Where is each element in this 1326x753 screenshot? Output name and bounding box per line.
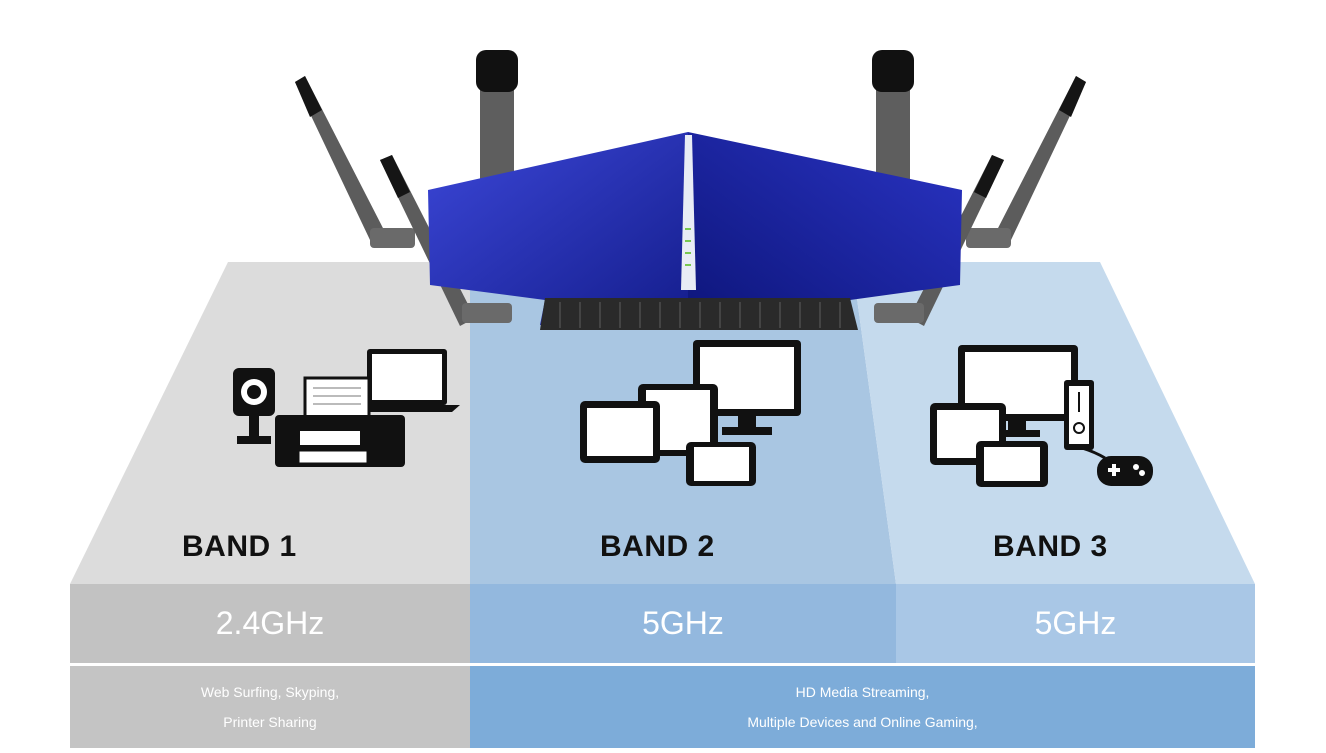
vent-lines <box>559 302 841 328</box>
webcam-icon <box>233 368 275 444</box>
band1-title: BAND 1 <box>182 530 297 563</box>
band2-frequency: 5GHz <box>470 584 896 663</box>
game-console-icon <box>1064 380 1094 450</box>
status-leds <box>685 228 691 266</box>
outer-antenna-left <box>295 76 415 248</box>
rear-antenna-left <box>476 50 518 210</box>
router-body-left <box>428 132 688 325</box>
rear-antenna-right <box>872 50 914 210</box>
tablet-icon-band3 <box>930 403 1006 465</box>
band3-title: BAND 3 <box>993 530 1108 563</box>
led-strip <box>681 135 696 290</box>
phone-icon <box>686 442 756 486</box>
shared-uses: HD Media Streaming, Multiple Devices and… <box>470 666 1255 748</box>
band2-title: BAND 2 <box>600 530 715 563</box>
band1-use-line-1: Web Surfing, Skyping, <box>200 684 340 700</box>
band3-frequency: 5GHz <box>896 584 1255 663</box>
router-body-right <box>688 132 962 325</box>
band1-panel <box>70 262 470 584</box>
outer-antenna-right <box>966 76 1086 248</box>
printer-icon <box>275 376 405 467</box>
band1-use-line-2: Printer Sharing <box>223 714 317 730</box>
band1-frequency: 2.4GHz <box>70 584 470 663</box>
band1-uses: Web Surfing, Skyping, Printer Sharing <box>70 666 470 748</box>
band3-panel <box>852 262 1255 584</box>
laptop-icon <box>355 349 460 412</box>
shared-use-line-2: Multiple Devices and Online Gaming, <box>747 714 978 730</box>
phone-icon-band3 <box>976 441 1048 487</box>
shared-use-line-1: HD Media Streaming, <box>795 684 930 700</box>
tablet-small-icon <box>580 401 660 463</box>
gamepad-icon <box>1081 446 1153 486</box>
